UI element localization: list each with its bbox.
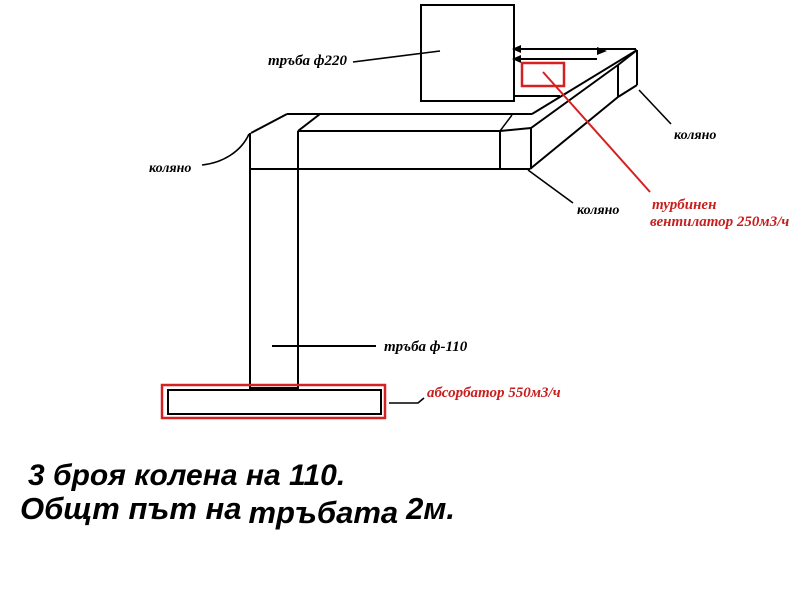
vertical-pipe — [249, 131, 376, 389]
elbow-right-label: коляно — [674, 128, 716, 143]
note-elbow-count: 3 броя колена на 110. — [28, 459, 346, 492]
elbow-middle-label: коляно — [577, 203, 619, 218]
elbow-left-leader — [201, 133, 250, 166]
flow-arrow-icons — [512, 45, 607, 63]
arrow-left-icon — [512, 55, 521, 63]
horizontal-duct — [250, 113, 532, 170]
fan-label-line2: вентилатор 250м3/ч — [650, 214, 789, 230]
pipe220-box — [352, 4, 515, 102]
absorber-label: абсорбатор 550м3/ч — [427, 385, 561, 401]
elbow-middle-leader — [527, 169, 574, 204]
note-total-path-part2: тръбата — [248, 495, 399, 530]
arrow-right-icon — [597, 47, 607, 55]
fan-label-line1: турбинен — [652, 197, 716, 213]
pipe220-label: тръба ф220 — [268, 53, 348, 69]
diagonal-duct — [529, 49, 638, 170]
note-total-path-part1: Общт път на — [20, 491, 242, 526]
pipe220-leader-line — [352, 50, 441, 63]
absorber-box — [160, 383, 425, 420]
note-total-path-part3: 2м. — [406, 491, 455, 526]
absorber-leader-line — [389, 397, 425, 404]
arrow-left-icon — [512, 45, 521, 53]
elbow-leader-lines — [201, 89, 672, 204]
elbow-left-label: коляно — [149, 161, 191, 176]
top-duct-lines — [513, 48, 636, 97]
elbow-right-leader — [638, 89, 672, 125]
pipe110-label: тръба ф-110 — [384, 339, 468, 355]
fan-rectangle — [520, 61, 651, 193]
fan-leader-line — [542, 71, 651, 193]
